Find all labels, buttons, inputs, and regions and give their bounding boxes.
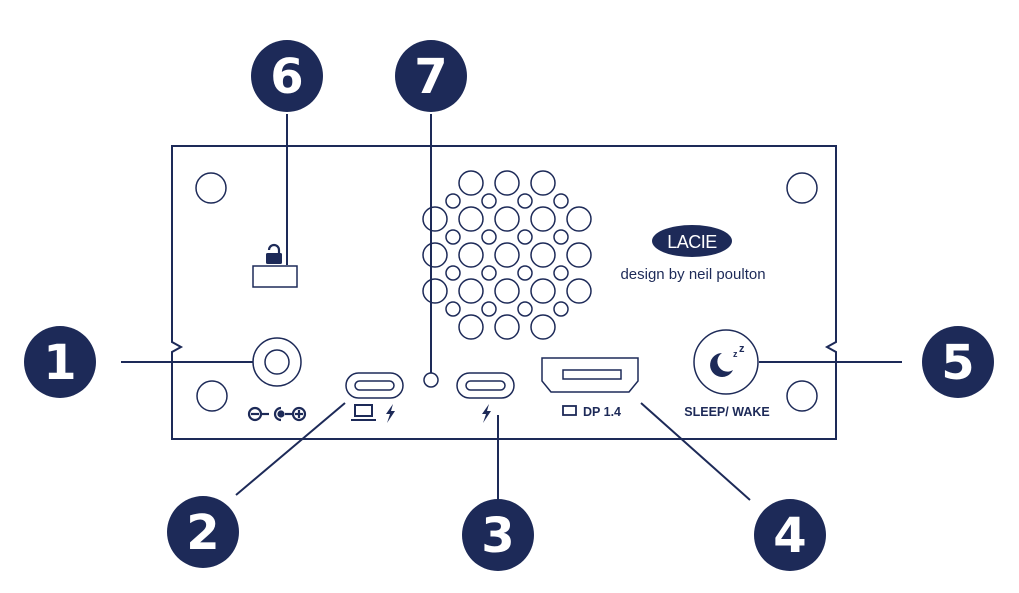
svg-text:3: 3 xyxy=(481,508,514,564)
power-input[interactable] xyxy=(252,337,302,387)
svg-text:1: 1 xyxy=(43,335,76,391)
power-polarity-icon xyxy=(247,406,307,422)
panel-outline xyxy=(171,145,837,440)
status-led xyxy=(423,372,439,388)
thunderbolt-icon xyxy=(482,404,491,423)
callout-7: 7 xyxy=(395,40,467,112)
moon-icon: z z xyxy=(710,343,745,377)
svg-text:6: 6 xyxy=(270,49,303,105)
screw-hole xyxy=(786,172,818,204)
svg-text:5: 5 xyxy=(941,335,974,391)
logo-text: LACIE xyxy=(667,232,717,252)
screw-holes xyxy=(195,172,818,412)
thunderbolt-port[interactable] xyxy=(456,372,515,399)
svg-text:4: 4 xyxy=(773,508,806,564)
svg-text:z: z xyxy=(739,343,745,355)
brand-tagline: design by neil poulton xyxy=(620,266,765,283)
displayport-output[interactable] xyxy=(541,357,639,393)
brand-logo: LACIE xyxy=(652,225,732,257)
displayport-label: DP 1.4 xyxy=(583,405,621,419)
leader-lines xyxy=(121,114,902,502)
svg-text:2: 2 xyxy=(186,505,219,561)
svg-text:z: z xyxy=(733,349,738,359)
display-icon xyxy=(562,405,577,416)
usb-c-host-thunderbolt-port[interactable] xyxy=(345,372,404,399)
screw-hole xyxy=(195,172,227,204)
security-lock-slot[interactable] xyxy=(252,265,298,288)
screw-hole xyxy=(196,380,228,412)
callout-4: 4 xyxy=(754,499,826,571)
displayport-inner xyxy=(562,369,622,380)
callout-6: 6 xyxy=(251,40,323,112)
screw-hole xyxy=(786,380,818,412)
callout-5: 5 xyxy=(922,326,994,398)
callout-3: 3 xyxy=(462,499,534,571)
vent-grille xyxy=(422,170,592,340)
sleep-wake-label: SLEEP/ WAKE xyxy=(684,405,769,419)
laptop-icon xyxy=(351,404,376,421)
thunderbolt-icon xyxy=(386,404,395,423)
sleep-wake-button[interactable] xyxy=(693,329,759,395)
callout-2: 2 xyxy=(167,496,239,568)
lock-icon xyxy=(266,243,282,264)
callout-1: 1 xyxy=(24,326,96,398)
svg-text:7: 7 xyxy=(414,49,447,105)
